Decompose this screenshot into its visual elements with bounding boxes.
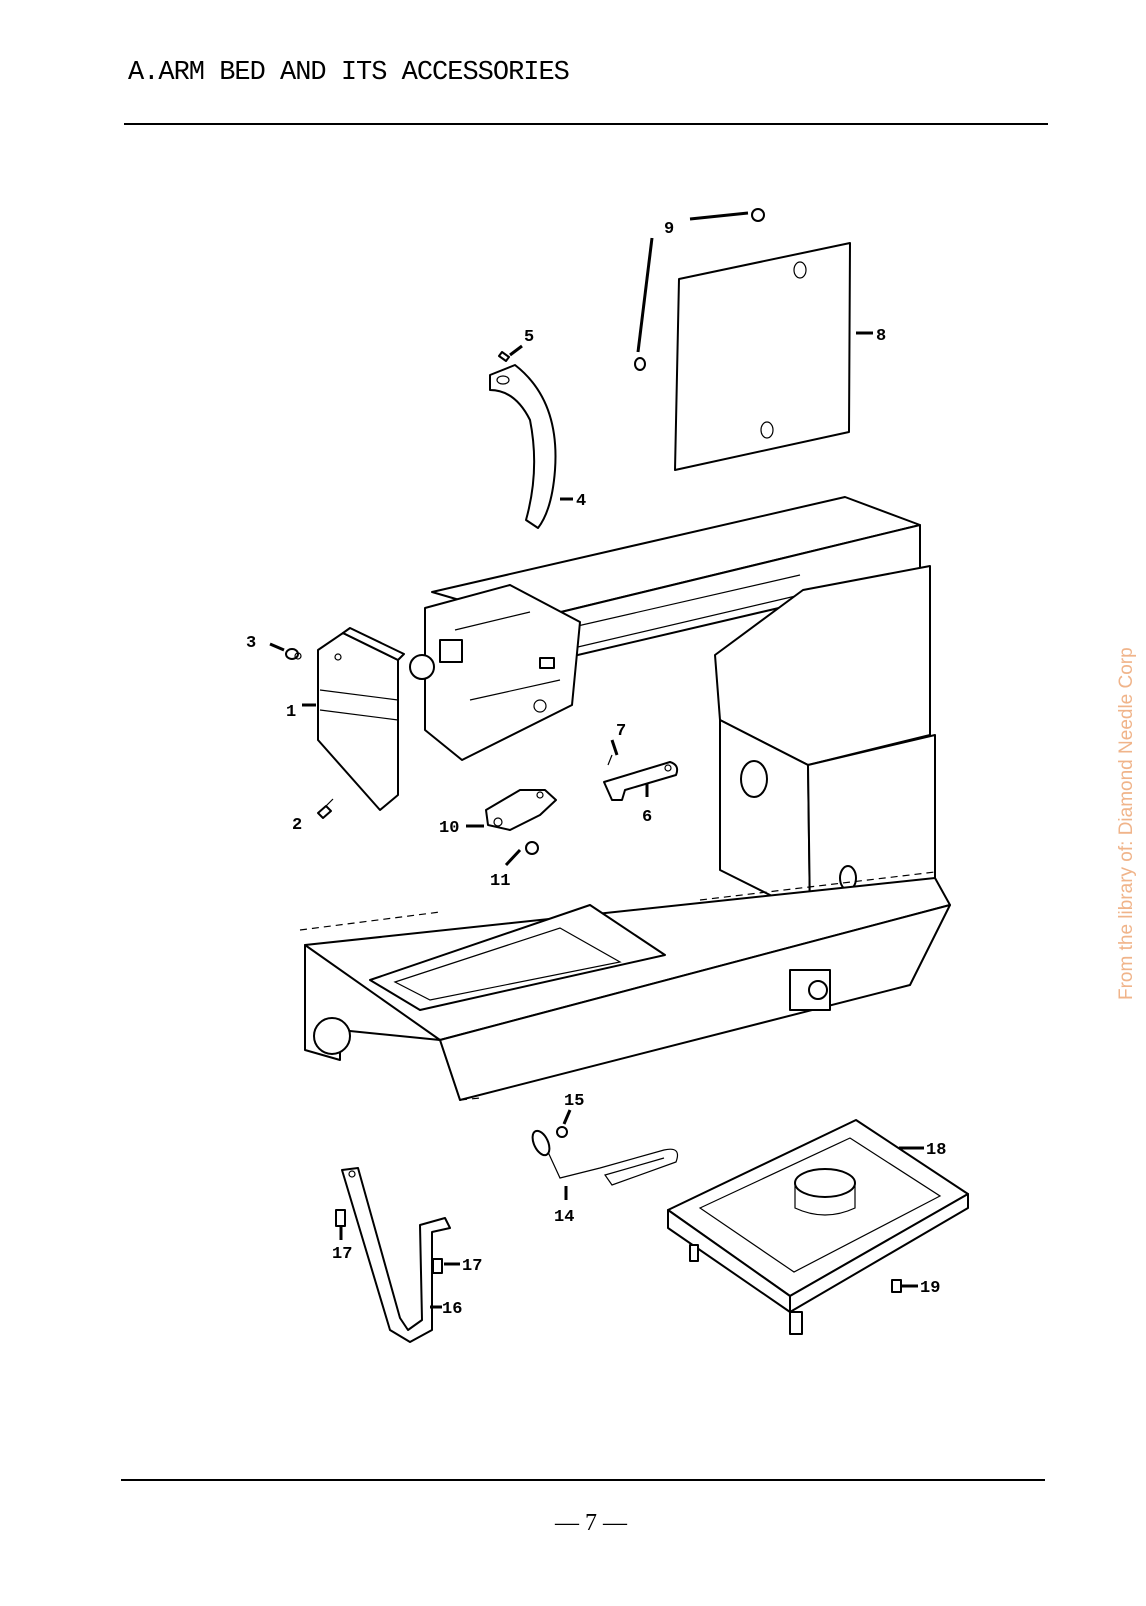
callout-15: 15 — [564, 1092, 584, 1111]
part-2-screw — [318, 799, 333, 818]
part-5-screw — [499, 346, 522, 361]
part-1-face-cover — [302, 628, 404, 810]
part-3-screw — [270, 644, 301, 659]
callout-2: 2 — [292, 816, 302, 835]
callout-8: 8 — [876, 327, 886, 346]
callout-5: 5 — [524, 328, 534, 347]
part-10-hinge-bracket — [466, 790, 556, 830]
callout-4: 4 — [576, 492, 586, 511]
callout-7: 7 — [616, 722, 626, 741]
part-6-bracket — [604, 762, 677, 800]
part-15-screw — [557, 1110, 570, 1137]
part-16-bracket — [342, 1168, 450, 1342]
callout-14: 14 — [554, 1208, 574, 1227]
callout-11: 11 — [490, 872, 510, 891]
callout-16: 16 — [442, 1300, 462, 1319]
part-18-oil-pan — [668, 1120, 968, 1334]
callout-18: 18 — [926, 1141, 946, 1160]
part-7-pin — [608, 740, 617, 765]
part-14-knee-lifter-rod — [529, 1128, 677, 1200]
part-11-screw — [506, 842, 538, 865]
part-19-screw — [892, 1280, 918, 1292]
callout-10: 10 — [439, 819, 459, 838]
callout-6: 6 — [642, 808, 652, 827]
arm-bed-casting — [300, 497, 950, 1100]
library-watermark: From the library of: Diamond Needle Corp — [1116, 647, 1138, 1000]
page-number: — 7 — — [555, 1510, 627, 1537]
callout-19: 19 — [920, 1279, 940, 1298]
callout-9: 9 — [664, 220, 674, 239]
callout-17-left: 17 — [332, 1245, 352, 1264]
callout-17-right: 17 — [462, 1257, 482, 1276]
callout-3: 3 — [246, 634, 256, 653]
footer-rule — [121, 1479, 1045, 1481]
callout-1: 1 — [286, 703, 296, 722]
part-4-curved-plate — [490, 365, 573, 528]
part-8-back-cover — [675, 243, 873, 470]
